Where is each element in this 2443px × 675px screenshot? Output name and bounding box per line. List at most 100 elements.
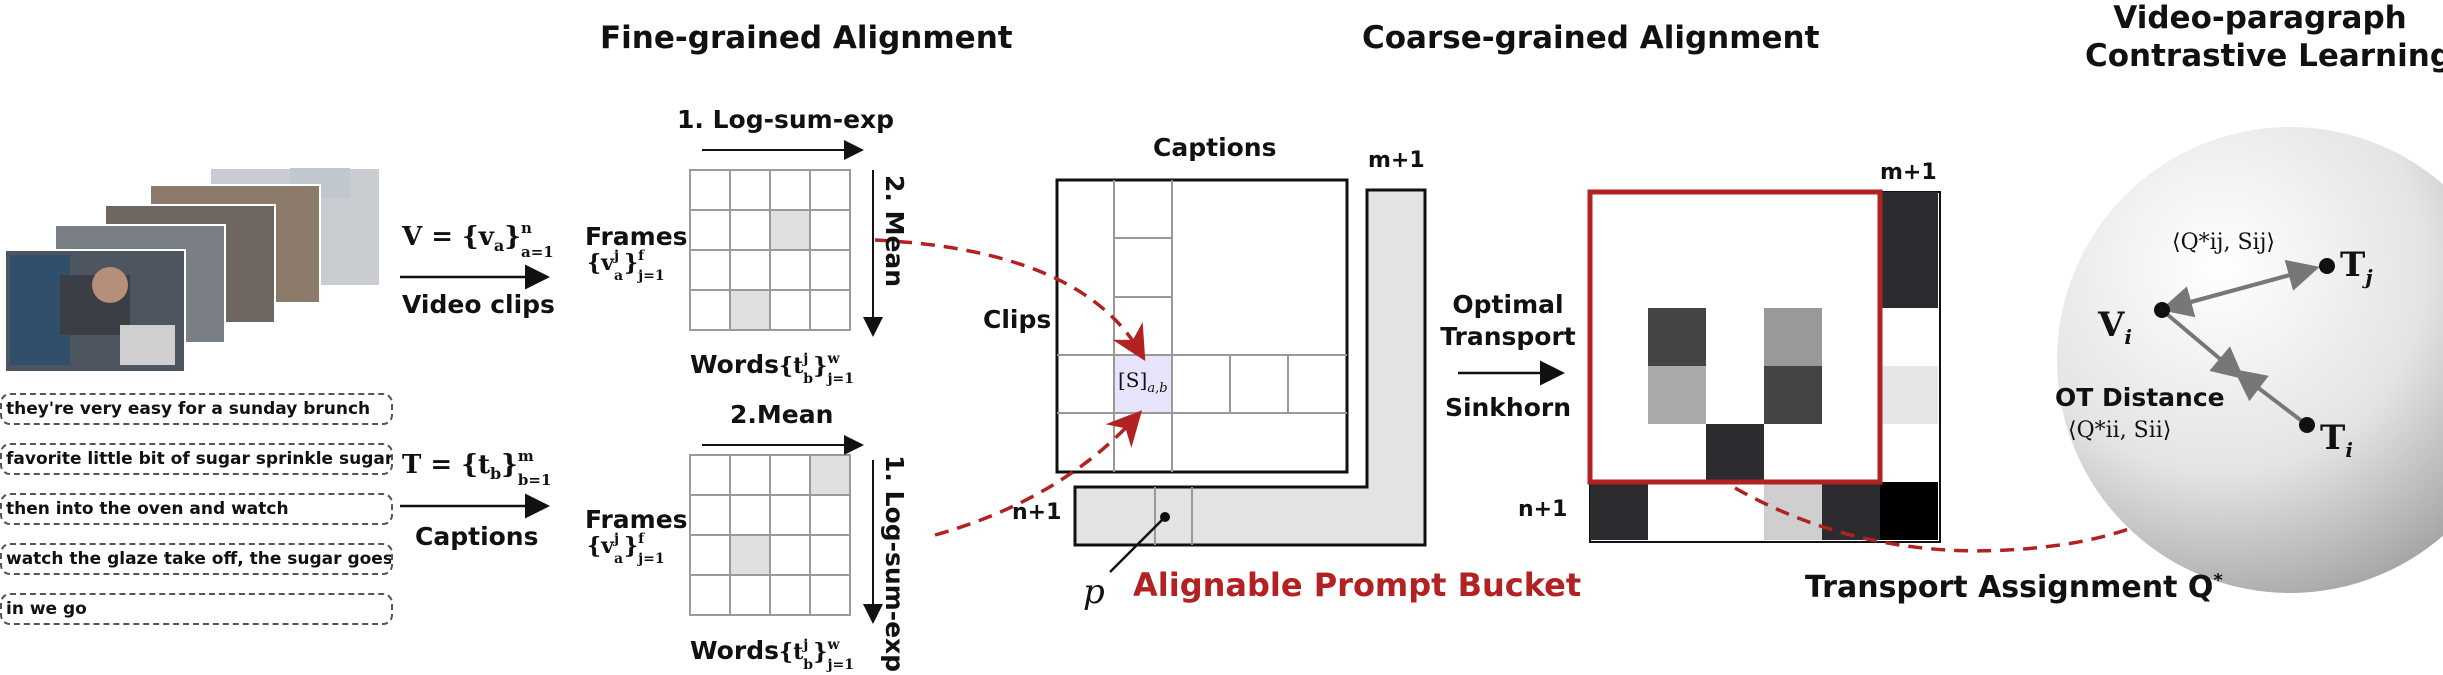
grid-cell xyxy=(729,169,771,211)
video-paragraph-title-line1: Video-paragraph xyxy=(2113,0,2407,36)
grid-cell xyxy=(729,494,771,536)
grid-cell xyxy=(769,289,811,331)
transport-cell xyxy=(1590,482,1648,540)
video-frame-detail xyxy=(92,267,128,303)
ti-point xyxy=(2299,417,2315,433)
grid-cell xyxy=(729,534,771,576)
grid-cell xyxy=(729,289,771,331)
log-sum-exp-label-top: 1. Log-sum-exp xyxy=(677,105,895,134)
captions-axis-label: Captions xyxy=(1153,133,1277,162)
grid-cell xyxy=(689,209,731,251)
caption-box: favorite little bit of sugar sprinkle su… xyxy=(0,443,393,475)
clip-caption-matrix xyxy=(1055,178,1349,474)
ot-distance-label: OT Distance xyxy=(2055,383,2225,412)
p-label: p xyxy=(1083,572,1105,612)
grid-cell xyxy=(769,209,811,251)
m-plus-one-label: m+1 xyxy=(1368,148,1425,173)
coarse-grained-title: Coarse-grained Alignment xyxy=(1362,20,1820,56)
fine-grained-similarity-grid-top xyxy=(689,169,851,331)
transport-cell xyxy=(1648,366,1706,424)
transport-assignment-matrix xyxy=(1587,189,1941,543)
embedding-sphere xyxy=(2057,127,2443,593)
vi-label: Vi xyxy=(2098,305,2132,349)
fine-to-coarse-arrow-bottom xyxy=(934,410,1143,537)
grid-cell xyxy=(689,289,731,331)
fine-grained-similarity-grid-bottom xyxy=(689,454,851,616)
sphere xyxy=(2057,127,2443,593)
transport-cell xyxy=(1880,250,1938,308)
transport-label: Transport xyxy=(1440,322,1576,351)
grid-cell xyxy=(809,574,851,616)
caption-box: in we go xyxy=(0,593,393,625)
grid-cell xyxy=(809,249,851,291)
video-frames-stack xyxy=(4,167,381,373)
s-ab-label: [S]a,b xyxy=(1118,368,1168,396)
grid-cell xyxy=(769,574,811,616)
vi-ti-arrow xyxy=(2160,308,2245,380)
transport-cell xyxy=(1764,482,1822,540)
grid-cell xyxy=(769,169,811,211)
grid-cell xyxy=(689,494,731,536)
n-plus-one-label: n+1 xyxy=(1012,500,1062,525)
transport-highlight-box xyxy=(1587,189,1883,485)
prompt-bucket xyxy=(1073,188,1427,547)
captions-label: Captions xyxy=(415,522,539,551)
highlight-cell-s-ab xyxy=(1113,354,1173,414)
caption-box: they're very easy for a sunday brunch xyxy=(0,393,393,425)
frames-label-top: Frames xyxy=(585,222,688,251)
grid-cell xyxy=(689,249,731,291)
caption-box: watch the glaze take off, the sugar goes… xyxy=(0,543,393,575)
grid-cell xyxy=(809,169,851,211)
log-sum-exp-label-bottom: 1. Log-sum-exp xyxy=(880,455,909,673)
grid-cell xyxy=(769,494,811,536)
grid-cell xyxy=(809,289,851,331)
video-frame-detail xyxy=(120,325,175,365)
tj-label: Tj xyxy=(2340,245,2373,289)
ti-vi-arrow xyxy=(2233,369,2309,427)
transport-cell xyxy=(1880,192,1938,250)
clips-axis-label: Clips xyxy=(983,305,1052,334)
mean-label-bottom: 2.Mean xyxy=(730,400,834,429)
grid-cell xyxy=(809,209,851,251)
p-pointer-dot xyxy=(1160,512,1170,522)
fine-to-coarse-arrow-top xyxy=(874,238,1146,362)
grid-cell xyxy=(729,454,771,496)
optimal-label: Optimal xyxy=(1452,290,1564,319)
grid-cell xyxy=(809,534,851,576)
video-clips-label: Video clips xyxy=(402,290,555,319)
frames-label-bottom: Frames xyxy=(585,505,688,534)
m-plus-one-label-right: m+1 xyxy=(1880,160,1937,185)
grid-cell xyxy=(769,249,811,291)
grid-cell xyxy=(769,534,811,576)
tj-vi-arrow xyxy=(2160,267,2313,318)
grid-cell xyxy=(689,454,731,496)
ti-label: Ti xyxy=(2320,418,2353,462)
transport-assignment-label: Transport Assignment Q* xyxy=(1805,570,2223,605)
grid-cell xyxy=(689,534,731,576)
alignable-prompt-bucket-label: Alignable Prompt Bucket xyxy=(1133,566,1582,604)
transport-cell xyxy=(1764,366,1822,424)
grid-cell xyxy=(729,209,771,251)
mean-label-top: 2. Mean xyxy=(880,175,909,288)
transport-cell xyxy=(1822,482,1880,540)
transport-cells xyxy=(1590,192,1938,540)
grid-cell xyxy=(809,494,851,536)
transport-cell xyxy=(1764,308,1822,366)
grid-cell xyxy=(809,454,851,496)
transport-cell xyxy=(1706,424,1764,482)
grid-cell xyxy=(689,574,731,616)
fine-grained-title: Fine-grained Alignment xyxy=(600,20,1013,56)
coarse-similarity-matrix xyxy=(1055,178,1427,547)
transport-cell xyxy=(1648,308,1706,366)
grid-cell xyxy=(729,249,771,291)
transport-cell xyxy=(1880,482,1938,540)
grid-cell xyxy=(689,169,731,211)
grid-cell xyxy=(729,574,771,616)
qs-ii-label: ⟨Q*ii, Sii⟩ xyxy=(2068,418,2172,443)
